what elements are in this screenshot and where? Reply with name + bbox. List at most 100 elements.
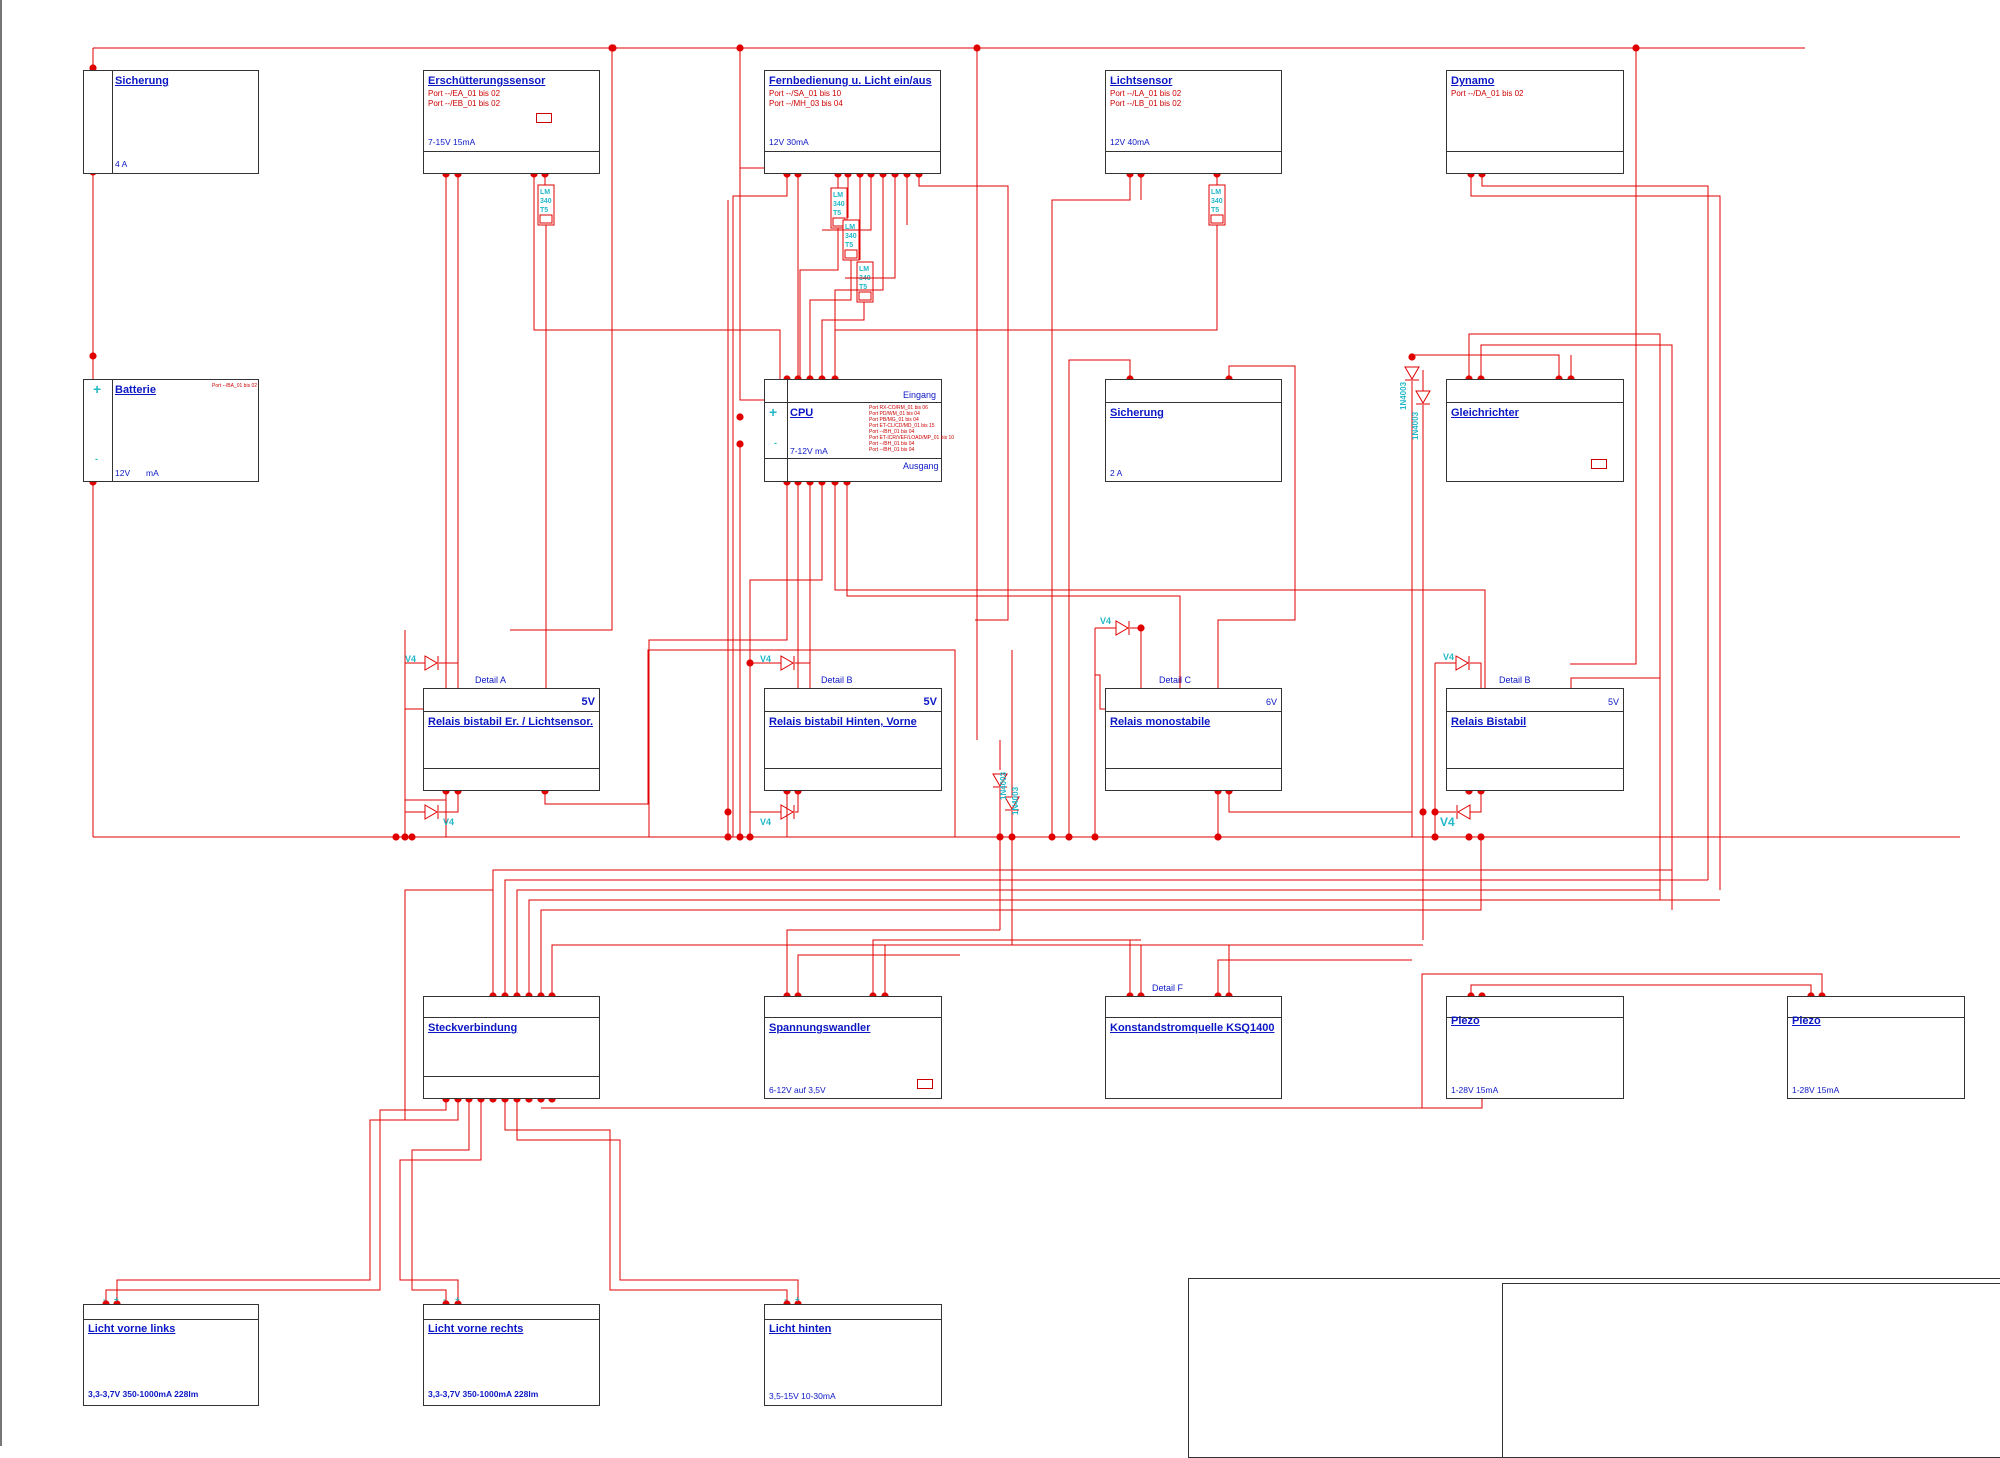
batterie-spec-v: 12V [115,468,131,478]
sicherung-mid-spec: 2 A [1110,468,1123,478]
wire-89 [551,944,1423,996]
wire-93 [872,939,1141,996]
diode-1n4003-label-2: 1N4003 [1411,411,1420,440]
diode-v4-d2 [1456,804,1471,820]
gleichrichter-box[interactable]: Gleichrichter [1446,379,1624,482]
junction-node[interactable] [1465,833,1473,841]
konstantstrom-box[interactable]: Konstandstromquelle KSQ1400 [1105,996,1282,1099]
wire-3 [510,48,613,631]
cpu-eingang-label: Eingang [903,390,937,400]
licht-hinten-box[interactable]: Licht hinten 3,5-15V 10-30mA [764,1304,942,1406]
sensor-symbol-icon [536,113,552,123]
junction-node[interactable] [392,833,400,841]
piezo-2-box[interactable]: Piezo 1-28V 15mA [1787,996,1965,1099]
relais-b-title: Relais bistabil Hinten, Vorne [769,716,917,728]
sicherung-mid-box[interactable]: Sicherung 2 A [1105,379,1282,482]
junction-node[interactable] [89,64,97,72]
relais-d-box[interactable]: 5V Relais Bistabil [1446,688,1624,791]
spannungswandler-box[interactable]: Spannungswandler 6-12V auf 3,5V [764,996,942,1099]
fernbedienung-spec: 12V 30mA [769,137,809,147]
fernbedienung-port-2: Port --/MH_03 bis 04 [769,99,843,108]
svg-text:T5: T5 [540,207,548,214]
v4-label-b1: V4 [760,654,771,664]
wire-99 [1421,973,1823,1108]
wire-33 [835,225,1218,331]
junction-node[interactable] [996,833,1004,841]
konstantstrom-detail: Detail F [1152,983,1184,993]
junction-node[interactable] [736,833,744,841]
junction-node[interactable] [1008,833,1016,841]
junction-node[interactable] [1431,833,1439,841]
junction-node[interactable] [724,833,732,841]
diode-v4-a2 [424,804,439,820]
junction-node[interactable] [1137,624,1145,632]
svg-text:LM: LM [540,189,550,196]
junction-node[interactable] [724,808,732,816]
licht-vorne-rechts-box[interactable]: Licht vorne rechts 3,3-3,7V 350-1000mA 2… [423,1304,600,1406]
dynamo-title: Dynamo [1451,75,1495,87]
junction-node[interactable] [746,833,754,841]
wire-92 [797,954,960,996]
licht-vorne-links-box[interactable]: Licht vorne links 3,3-3,7V 350-1000mA 22… [83,1304,259,1406]
relais-c-box[interactable]: 6V Relais monostabile [1105,688,1282,791]
relais-c-volt: 6V [1265,697,1277,707]
wire-34 [1470,174,1721,890]
batterie-box[interactable]: Batterie Port --/BA_01 bis 02 12V mA + - [83,379,259,482]
wire-24 [821,302,865,379]
v4-label-c1: V4 [1100,616,1111,626]
relais-a-volt: 5V [581,696,595,708]
dynamo-port-1: Port --/DA_01 bis 02 [1451,89,1524,98]
junction-node[interactable] [1431,808,1439,816]
pin-label: + [114,1295,119,1304]
sicherung-top-box[interactable]: Sicherung 4 A [83,70,259,174]
lichtsensor-port-1: Port --/LA_01 bis 02 [1110,89,1182,98]
svg-text:LM: LM [833,192,843,199]
relais-b-box[interactable]: 5V Relais bistabil Hinten, Vorne [764,688,942,791]
piezo-1-box[interactable]: Piezo 1-28V 15mA [1446,996,1624,1099]
dynamo-box[interactable]: Dynamo Port --/DA_01 bis 02 [1446,70,1624,174]
v4-label-a1: V4 [405,654,416,664]
junction-node[interactable] [736,413,744,421]
relais-d-volt: 5V [1607,697,1619,707]
relais-a-box[interactable]: 5V Relais bistabil Er. / Lichtsensor. [423,688,600,791]
wire-85 [504,879,1708,996]
junction-node[interactable] [89,352,97,360]
wire-40 [834,482,1486,688]
junction-node[interactable] [1048,833,1056,841]
sicherung-top-title: Sicherung [115,75,169,87]
wire-101 [552,996,1483,1109]
junction-node[interactable] [401,833,409,841]
erschuetterung-box[interactable]: Erschütterungssensor Port --/EA_01 bis 0… [423,70,600,174]
diode-v4-d1 [1455,655,1470,671]
junction-node[interactable] [408,833,416,841]
v4-label-a2: V4 [443,817,454,827]
wire-98 [1228,944,1423,996]
batterie-minus-label: - [95,454,98,464]
junction-node[interactable] [1408,353,1416,361]
licht-vl-title: Licht vorne links [88,1323,176,1335]
sicherung-top-spec: 4 A [115,159,128,169]
junction-node[interactable] [746,659,754,667]
wire-94 [884,944,1012,996]
svg-text:T5: T5 [833,210,841,217]
relais-d-detail: Detail B [1499,675,1531,685]
fernbedienung-port-1: Port --/SA_01 bis 10 [769,89,842,98]
junction-node[interactable] [1091,833,1099,841]
relais-b-volt: 5V [923,696,937,708]
cpu-ausgang-label: Ausgang [903,461,939,471]
wire-20 [799,228,839,379]
junction-node[interactable] [1065,833,1073,841]
licht-h-spec: 3,5-15V 10-30mA [769,1391,836,1401]
cpu-box[interactable]: Eingang Ausgang CPU 7-12V mA + - Port RX… [764,379,954,482]
junction-node[interactable] [1214,833,1222,841]
fernbedienung-box[interactable]: Fernbedienung u. Licht ein/aus Port --/S… [764,70,941,174]
junction-node[interactable] [1419,808,1427,816]
wire-86 [516,889,1660,996]
steckverbindung-box[interactable]: Steckverbindung [423,996,600,1099]
licht-vr-spec: 3,3-3,7V 350-1000mA 228lm [428,1389,539,1399]
lichtsensor-box[interactable]: Lichtsensor Port --/LA_01 bis 02 Port --… [1105,70,1282,174]
lichtsensor-port-2: Port --/LB_01 bis 02 [1110,99,1182,108]
wire-45 [1217,365,1296,688]
